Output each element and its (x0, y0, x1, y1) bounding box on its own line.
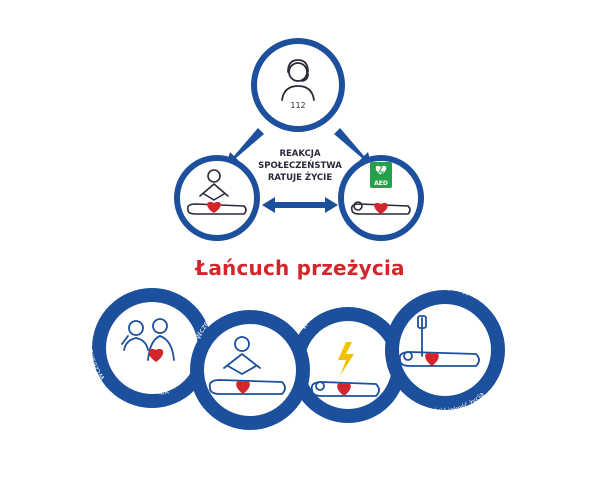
aed-heart-icon (374, 202, 388, 214)
phone-number-label: 112 (290, 101, 305, 110)
center-line-2: SPOŁECZEŃSTWA (258, 161, 342, 171)
center-line-3: RATUJE ŻYCIE (267, 173, 333, 183)
arrow-top-left (226, 128, 264, 166)
chain-cpr-rescuer-icon (208, 336, 286, 395)
chain-title: Łańcuch przeżycia (195, 256, 405, 280)
recognition-heart-icon (148, 348, 164, 362)
society-reaction-text: REAKCJA SPOŁECZEŃSTWA RATUJE ŻYCIE (230, 148, 370, 184)
chain-cpr-heart-icon (236, 380, 250, 394)
emergency-call-circle: 112 (251, 38, 345, 132)
chain-links: Wczesne rozpoznanie i wezwanie pomocy Wc… (92, 288, 505, 430)
arrow-top-right (334, 128, 372, 166)
top-cycle: 112 AED (174, 38, 424, 241)
iv-drip-patient-icon (398, 315, 480, 367)
cpr-heart-icon (207, 201, 221, 213)
arrow-horizontal-double (262, 197, 338, 213)
aed-circle: AED (338, 155, 424, 241)
recognition-people-icon (121, 318, 175, 361)
center-line-1: REAKCJA (279, 149, 321, 159)
cpr-circle (174, 155, 260, 241)
lightning-bolt-icon (338, 342, 354, 376)
aed-patient-icon (350, 201, 411, 215)
aed-label: AED (374, 180, 388, 187)
chain-link-4 (385, 290, 505, 410)
aed-device-icon: AED (370, 162, 392, 188)
defib-heart-icon (337, 382, 351, 396)
operator-headset-icon (281, 59, 315, 101)
chain-link-3 (290, 307, 406, 423)
post-care-heart-icon (425, 352, 439, 366)
defib-patient-icon (310, 381, 380, 397)
cpr-rescuer-icon (186, 169, 247, 215)
